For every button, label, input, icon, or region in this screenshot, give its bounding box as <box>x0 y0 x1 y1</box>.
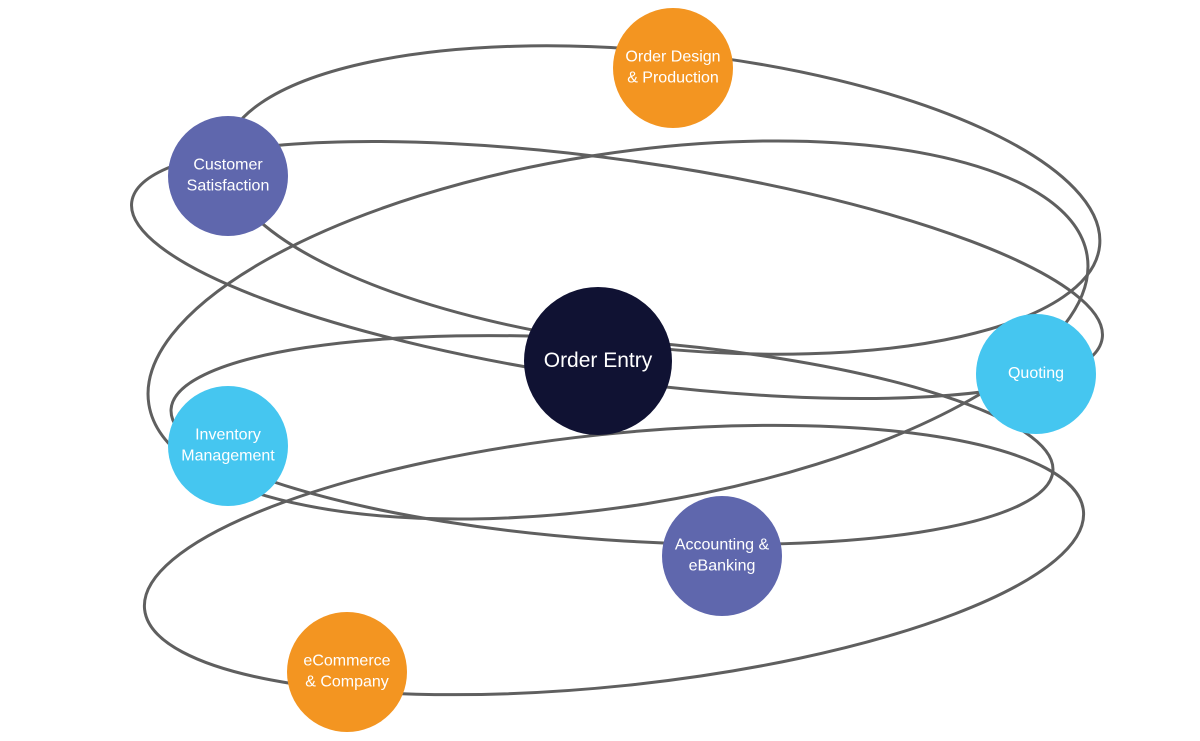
node-label-line: & Production <box>627 70 719 87</box>
node-order-entry: Order Entry <box>524 287 672 435</box>
node-circle-order-design-production <box>613 8 733 128</box>
node-label-line: Satisfaction <box>187 178 270 195</box>
loop-inventory-to-quoting <box>146 139 1090 521</box>
node-label-line: Customer <box>193 157 263 174</box>
node-accounting-ebanking: Accounting & eBanking <box>662 496 782 616</box>
node-label-line: Quoting <box>1008 365 1064 382</box>
node-label-order-entry: Order Entry <box>544 349 653 372</box>
node-label-line: eCommerce <box>303 653 390 670</box>
node-label-line: Order Design <box>625 49 720 66</box>
node-order-design-production: Order Design & Production <box>613 8 733 128</box>
node-circle-accounting-ebanking <box>662 496 782 616</box>
node-label-line: eBanking <box>689 558 756 575</box>
node-circle-inventory-management <box>168 386 288 506</box>
node-label-order-design-production: Order Design & Production <box>625 49 720 87</box>
node-label-line: Inventory <box>195 427 261 444</box>
node-label-line: Order Entry <box>544 349 653 372</box>
node-quoting: Quoting <box>976 314 1096 434</box>
node-ecommerce-company: eCommerce & Company <box>287 612 407 732</box>
node-circle-order-entry <box>524 287 672 435</box>
node-label-line: & Company <box>305 674 389 691</box>
node-circle-quoting <box>976 314 1096 434</box>
node-circle-ecommerce-company <box>287 612 407 732</box>
node-label-line: Accounting & <box>675 537 770 554</box>
node-label-ecommerce-company: eCommerce & Company <box>303 653 390 691</box>
node-label-quoting: Quoting <box>1008 365 1064 382</box>
node-label-accounting-ebanking: Accounting & eBanking <box>675 537 770 575</box>
node-label-line: Management <box>181 448 275 465</box>
diagram-nodes: Order Entry Order Design & ProductionCusto… <box>168 8 1096 732</box>
node-circle-customer-satisfaction <box>168 116 288 236</box>
